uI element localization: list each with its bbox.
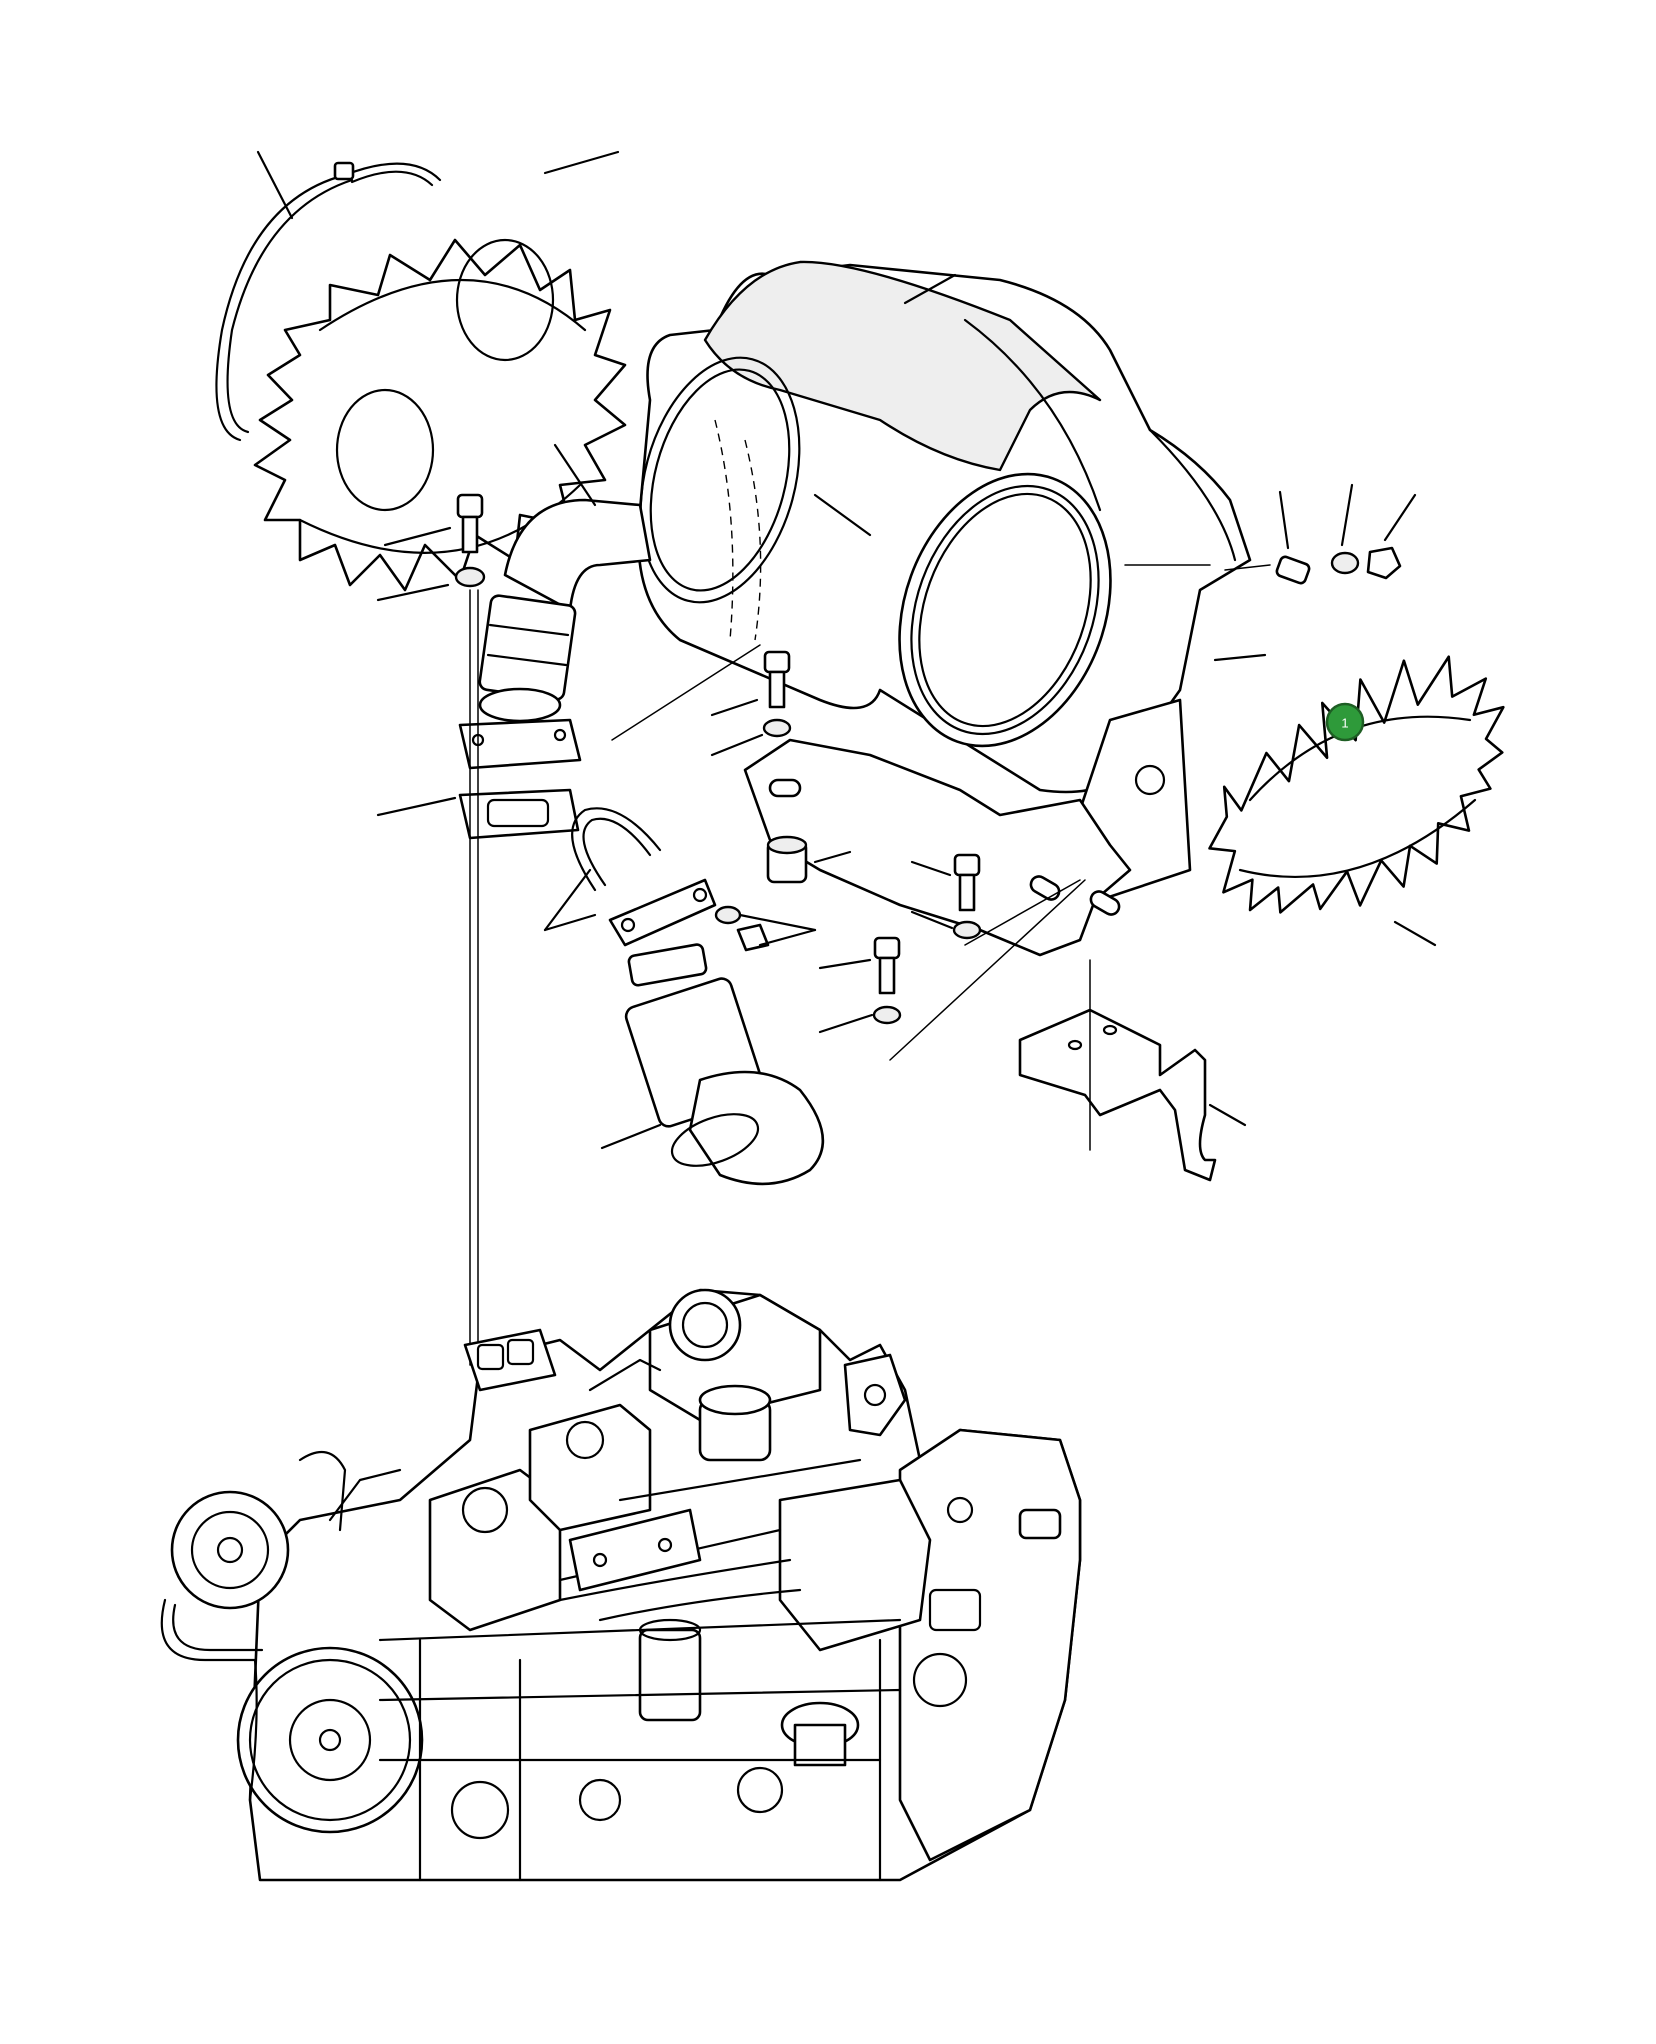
muffler — [637, 260, 1252, 902]
leader-line — [1340, 483, 1354, 547]
leader-line — [813, 850, 852, 864]
leader-line — [910, 910, 954, 930]
leader-line — [383, 526, 452, 547]
alignment-line — [889, 879, 1086, 1061]
outlet-pipe-lower — [624, 943, 825, 1186]
leader-line — [813, 493, 872, 537]
leader-line — [600, 1123, 662, 1150]
leader-line — [818, 958, 872, 970]
leader-line — [818, 1013, 874, 1034]
bolt — [454, 493, 486, 588]
leader-line — [256, 150, 294, 220]
heat-shield-left — [253, 238, 627, 592]
leader-line — [1278, 490, 1290, 550]
alignment-line — [964, 879, 1081, 946]
bolt-upper — [762, 650, 792, 738]
mounting-plate — [743, 738, 1132, 957]
leader-line — [758, 928, 817, 947]
callout-label: 1 — [1341, 716, 1348, 731]
inlet-pipe-upper — [458, 498, 652, 840]
leader-line — [738, 913, 817, 932]
bolt-lower — [872, 936, 902, 1025]
engine — [160, 1288, 1082, 1882]
bolt-right — [952, 853, 982, 940]
leader-line — [543, 150, 620, 175]
leader-line — [903, 273, 957, 305]
leader-line — [376, 796, 457, 817]
u-bolt-clamp — [571, 807, 770, 952]
leader-line — [611, 644, 761, 741]
leader-line — [1208, 1103, 1247, 1127]
spacer — [766, 835, 808, 884]
leader-line — [1383, 493, 1417, 542]
leader-line — [543, 913, 597, 932]
stud-nut-washer — [1275, 546, 1402, 585]
gasket — [1208, 655, 1505, 914]
leader-line — [543, 868, 592, 932]
leader-line — [376, 583, 450, 602]
leader-line — [910, 860, 952, 877]
leader-line — [710, 698, 759, 717]
leader-line — [1213, 653, 1267, 662]
callout-badge-1[interactable]: 1 — [1325, 702, 1365, 742]
leader-line — [553, 443, 597, 507]
support-bracket — [1018, 1008, 1217, 1182]
leader-line — [1224, 564, 1271, 571]
leader-line — [710, 733, 764, 757]
clamp-band — [215, 161, 442, 442]
leader-line — [1393, 920, 1437, 947]
